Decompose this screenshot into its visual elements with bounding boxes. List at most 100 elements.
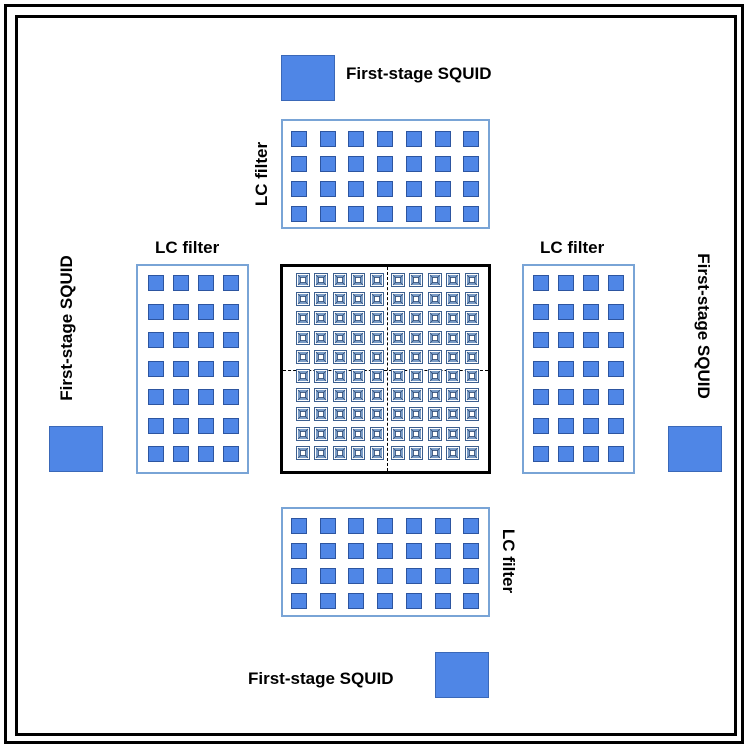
label-squid-top: First-stage SQUID [346, 64, 492, 83]
detector-pixel [391, 273, 405, 287]
detector-pixel [427, 330, 442, 345]
lc-filter-pad [348, 568, 365, 584]
lc-filter-pad [223, 275, 239, 291]
detector-pixel [314, 273, 329, 287]
squid-top [281, 55, 335, 101]
lc-filter-pad [223, 332, 239, 348]
detector-pixel [409, 349, 424, 364]
lc-filter-pad [558, 360, 574, 377]
detector-pixel [391, 330, 405, 345]
lc-filter-pad [377, 543, 394, 559]
detector-pixel [446, 369, 461, 383]
lc-filter-pad [291, 181, 307, 197]
lc-filter-pad [405, 518, 422, 534]
detector-pixel [391, 388, 405, 403]
detector-pixel [314, 349, 329, 364]
detector-pixel [427, 407, 442, 422]
detector-pixel [427, 311, 442, 326]
lc-filter-pad [405, 206, 422, 222]
label-squid-left: First-stage SQUID [57, 255, 76, 401]
lc-filter-pad [223, 417, 239, 434]
lc-filter-pad [291, 156, 307, 172]
detector-pixel [369, 330, 384, 345]
lc-filter-pad [148, 275, 164, 291]
lc-filter-pad [348, 543, 365, 559]
lc-filter-pad [198, 332, 214, 348]
lc-filter-pad [223, 360, 239, 377]
detector-pixel [332, 445, 347, 460]
lc-filter-pad [434, 206, 451, 222]
label-lc-left: LC filter [155, 238, 220, 257]
lc-filter-pad [377, 181, 394, 197]
detector-pixel [296, 369, 310, 383]
lc-filter-pad [348, 593, 365, 609]
squid-left [49, 426, 103, 472]
detector-pixel [369, 273, 384, 287]
lc-filter-pad [173, 275, 189, 291]
lc-filter-pad [405, 181, 422, 197]
lc-filter-pad [148, 389, 164, 405]
outer-frame [4, 4, 744, 744]
inner-frame [15, 15, 737, 736]
detector-pixel [314, 388, 329, 403]
lc-filter-pad [377, 156, 394, 172]
detector-pixel [464, 311, 479, 326]
lc-filter-pad [583, 332, 599, 348]
lc-filter-pad [583, 389, 599, 405]
lc-filter-pad [583, 360, 599, 377]
detector-pixel [351, 349, 366, 364]
detector-pixel [351, 330, 366, 345]
detector-pixel [369, 388, 384, 403]
lc-filter-pad [173, 360, 189, 377]
lc-filter-pad [533, 275, 549, 291]
lc-filter-pad [434, 543, 451, 559]
detector-pixel [464, 292, 479, 307]
lc-filter-pad [377, 206, 394, 222]
lc-filter-pad [348, 518, 365, 534]
detector-pixel [314, 407, 329, 422]
detector-pixel [446, 407, 461, 422]
detector-pixel [351, 445, 366, 460]
detector-pixel [427, 273, 442, 287]
lc-filter-pad [291, 543, 307, 559]
detector-pixel [409, 292, 424, 307]
detector-pixel [351, 369, 366, 383]
detector-pixel [369, 349, 384, 364]
lc-filter-pad [173, 389, 189, 405]
detector-pixel [427, 445, 442, 460]
lc-filter-pad [463, 593, 480, 609]
detector-pixel [464, 349, 479, 364]
lc-filter-pad [148, 446, 164, 462]
detector-pixel [446, 273, 461, 287]
detector-pixel [296, 292, 310, 307]
detector-pixel [351, 311, 366, 326]
lc-filter-pad [608, 332, 624, 348]
lc-filter-pad [463, 568, 480, 584]
detector-pixel [446, 311, 461, 326]
lc-filter-pad [348, 181, 365, 197]
detector-pixel [427, 349, 442, 364]
detector-pixel [332, 349, 347, 364]
detector-pixel [427, 426, 442, 441]
lc-filter-pad [291, 131, 307, 147]
lc-filter-pad [533, 332, 549, 348]
lc-filter-pad [533, 389, 549, 405]
detector-pixel [351, 407, 366, 422]
detector-pixel [446, 292, 461, 307]
detector-pixel [464, 273, 479, 287]
detector-pixel [409, 388, 424, 403]
lc-filter-top [281, 119, 490, 229]
lc-filter-pad [558, 446, 574, 462]
detector-pixel [296, 407, 310, 422]
lc-filter-pad [348, 206, 365, 222]
lc-filter-pad [434, 518, 451, 534]
detector-pixel [296, 273, 310, 287]
lc-filter-pad [291, 518, 307, 534]
lc-filter-pad [319, 156, 336, 172]
lc-filter-pad [198, 303, 214, 320]
lc-filter-pad [608, 389, 624, 405]
detector-pixel [351, 426, 366, 441]
lc-filter-pad [377, 568, 394, 584]
lc-filter-pad [173, 303, 189, 320]
detector-pixel [391, 292, 405, 307]
